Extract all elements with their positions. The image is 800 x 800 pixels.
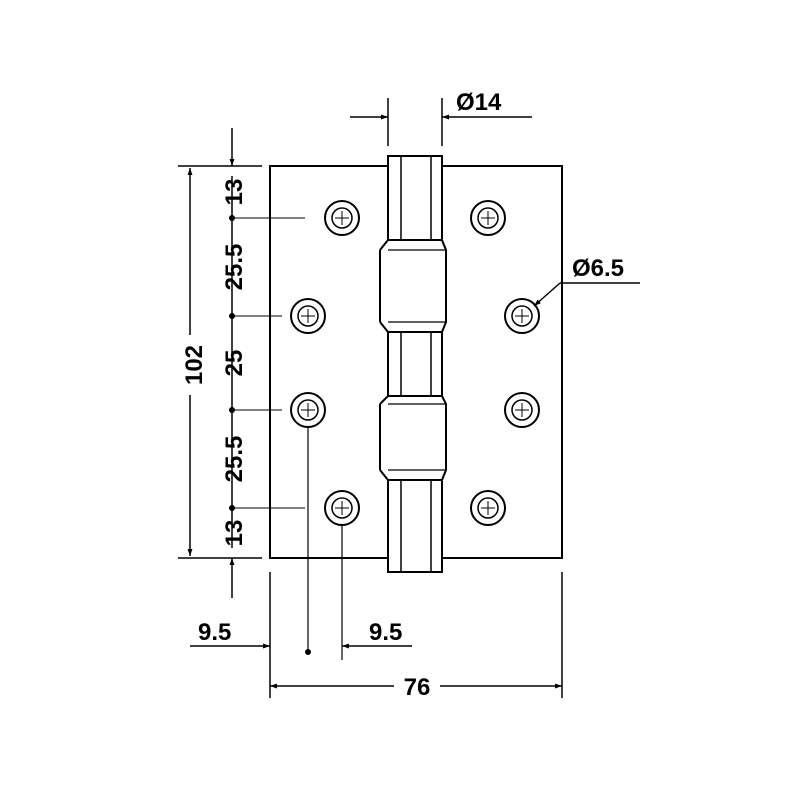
screw-hole: [470, 200, 506, 236]
bottom-offset-label: 13: [221, 520, 248, 547]
dimension-dots: [229, 215, 311, 655]
left-leaf: [269, 165, 389, 559]
screw-holes: [290, 200, 540, 526]
screw-hole: [504, 392, 540, 428]
pin-diameter-label: Ø14: [456, 89, 502, 116]
total-height-label: 102: [181, 345, 208, 385]
stagger-offset-label: 9.5: [369, 619, 402, 646]
screw-hole: [290, 298, 326, 334]
total-width-label: 76: [404, 674, 431, 701]
dimension-labels: Ø14 Ø6.5 102 13 25.5 25 25.5 13 9.5 9.5 …: [181, 89, 624, 701]
screw-hole: [324, 200, 360, 236]
left-offset-label: 9.5: [198, 619, 231, 646]
middle-spacing-label: 25: [221, 350, 248, 377]
lower-spacing-label: 25.5: [221, 436, 248, 483]
upper-spacing-label: 25.5: [221, 244, 248, 291]
dimension-lines: [178, 98, 640, 698]
hinge-body: [269, 155, 563, 573]
screw-hole: [290, 392, 326, 428]
top-offset-label: 13: [221, 179, 248, 206]
screw-hole: [324, 490, 360, 526]
screw-hole: [504, 298, 540, 334]
screw-hole: [470, 490, 506, 526]
hole-diameter-label: Ø6.5: [572, 255, 624, 282]
hinge-barrel: [387, 155, 443, 573]
knuckle-joints: [379, 239, 447, 481]
